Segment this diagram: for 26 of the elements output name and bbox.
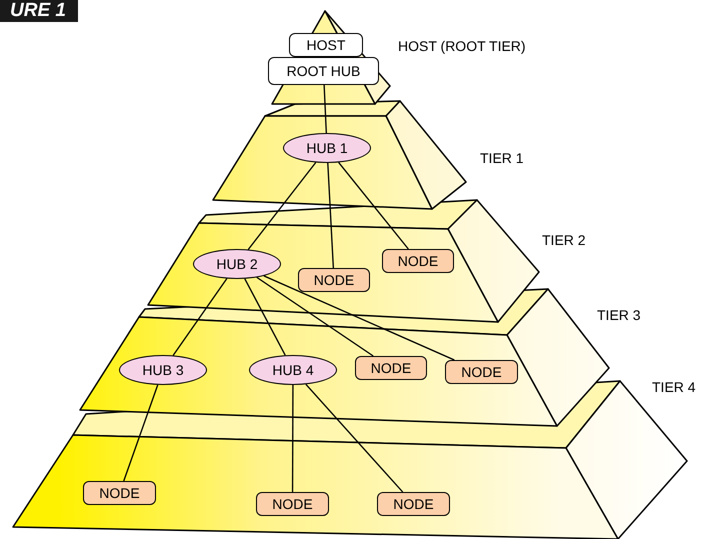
figure-label: URE 1	[0, 0, 78, 22]
connector-line	[123, 384, 158, 482]
connector-line	[292, 385, 294, 492]
tier-label: TIER 2	[542, 232, 586, 248]
connector-line	[248, 162, 316, 250]
device-box: NODE	[298, 268, 370, 292]
connector-line	[327, 162, 334, 268]
device-box: NODE	[355, 356, 427, 380]
host-box: ROOT HUB	[268, 57, 379, 85]
connector-line	[305, 384, 404, 492]
tier-label: TIER 1	[480, 150, 524, 166]
connector-line	[256, 276, 374, 357]
connector-line	[172, 278, 228, 356]
host-box: HOST	[289, 33, 363, 57]
tier-label: HOST (ROOT TIER)	[398, 38, 526, 54]
tier-label: TIER 3	[597, 307, 641, 323]
device-box: NODE	[377, 492, 450, 516]
device-box: NODE	[382, 249, 454, 273]
tier-label: TIER 4	[652, 379, 696, 395]
device-box: NODE	[256, 492, 329, 516]
connector-line	[244, 278, 286, 356]
device-box: NODE	[445, 360, 518, 384]
connector-line	[264, 275, 455, 361]
connector-line	[323, 84, 327, 134]
connector-line	[338, 162, 409, 250]
device-box: NODE	[83, 481, 156, 505]
